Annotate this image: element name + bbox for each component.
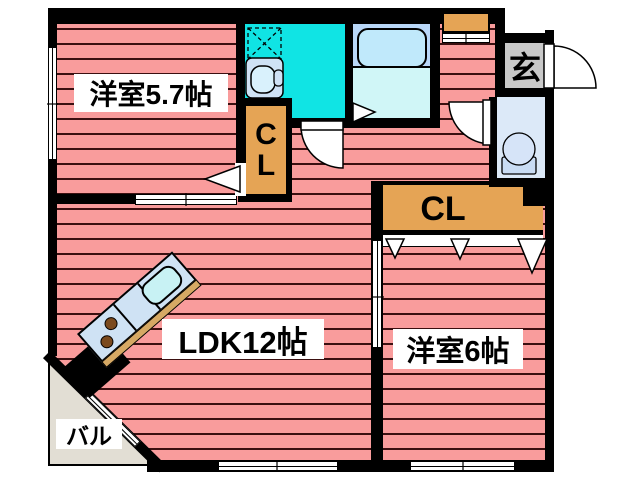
wall [489, 97, 497, 180]
room-label-text: バル [66, 423, 112, 449]
closet-door-track [383, 233, 543, 247]
wall [48, 8, 57, 356]
window [410, 461, 515, 471]
bathtub-icon [357, 28, 427, 68]
room-label-ldk: LDK12帖 [162, 319, 324, 360]
wall [283, 118, 440, 128]
room-label-balcony: バル [56, 419, 122, 449]
closet-main-letter: L [256, 149, 276, 182]
entrance-area: 玄 [505, 43, 545, 89]
balcony-railing [48, 353, 50, 466]
wall [495, 88, 545, 97]
exterior-cutout [497, 8, 554, 33]
wall [48, 8, 505, 24]
sliding-door [372, 240, 382, 348]
window [442, 33, 490, 43]
stove-burner-icon [101, 314, 121, 333]
window [48, 47, 57, 160]
closet-door-opening [235, 163, 246, 196]
room-label-western-room-1: 洋室5.7帖 [74, 74, 228, 112]
balcony-railing [48, 464, 166, 466]
wall [236, 24, 245, 165]
shoe-cabinet-icon [442, 12, 490, 33]
wall [495, 33, 550, 43]
toilet-room-floor [497, 97, 545, 180]
bathroom-lower-floor [353, 68, 431, 120]
exterior-cutout [48, 466, 152, 472]
closet-main: C L [246, 106, 286, 194]
wall [545, 30, 554, 472]
entrance-door-swing [553, 45, 597, 89]
wall [495, 24, 505, 97]
window [218, 461, 338, 471]
wall [345, 24, 353, 127]
stove-burner-icon [97, 332, 117, 351]
room-label-text: 洋室5.7帖 [89, 79, 213, 110]
room-label-western-room-2: 洋室6帖 [393, 329, 523, 369]
closet-hall: CL [383, 185, 543, 233]
room-label-text: 洋室6帖 [406, 336, 510, 368]
room-label-text: LDK12帖 [178, 324, 308, 360]
entrance-label: 玄 [508, 50, 541, 86]
wall [383, 181, 543, 185]
closet-main-letter: C [255, 117, 277, 151]
wall [489, 178, 545, 187]
sliding-door [135, 194, 237, 205]
closet-hall-label: CL [420, 189, 466, 228]
wall [48, 194, 137, 204]
wall [430, 24, 440, 127]
wall [383, 230, 543, 233]
